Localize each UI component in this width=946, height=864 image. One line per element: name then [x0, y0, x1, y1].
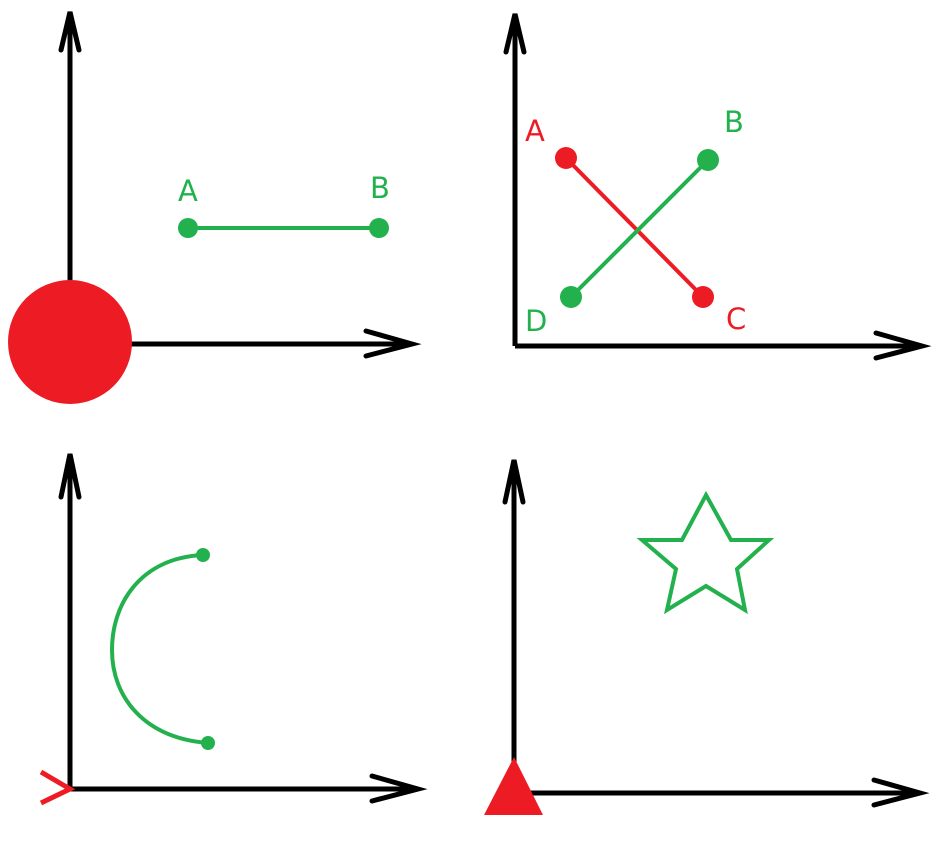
x-axis-arrowhead [873, 330, 932, 361]
label-c: C [726, 302, 746, 336]
label-b: B [370, 171, 390, 205]
green-star-outline [636, 490, 775, 615]
arc-end-point [201, 736, 215, 750]
arc-start-point [196, 548, 210, 562]
y-axis-arrowhead [58, 11, 82, 53]
panel-top-left: A B [8, 11, 422, 404]
panel-top-right: A B C D [503, 13, 932, 361]
label-a: A [525, 114, 545, 148]
point-b [697, 149, 719, 171]
y-axis-arrowhead [502, 459, 526, 505]
label-d: D [525, 304, 547, 338]
panel-bottom-left [39, 453, 428, 806]
point-d [560, 286, 582, 308]
origin-red-chevron [39, 769, 76, 806]
point-a [178, 218, 198, 238]
point-b [369, 218, 389, 238]
y-axis-arrowhead [503, 13, 527, 55]
point-c [692, 286, 714, 308]
segment-a-c [564, 156, 705, 299]
x-axis-arrowhead [363, 328, 422, 359]
y-axis-arrowhead [58, 453, 82, 500]
panel-bottom-right [484, 459, 930, 815]
origin-red-circle [8, 280, 132, 404]
label-b: B [724, 105, 744, 139]
origin-red-triangle [484, 757, 543, 815]
label-a: A [178, 174, 198, 208]
x-axis-arrowhead [369, 773, 428, 804]
green-arc [109, 553, 209, 745]
x-axis-arrowhead [871, 777, 930, 808]
segment-d-b [569, 158, 710, 299]
point-a [555, 147, 577, 169]
